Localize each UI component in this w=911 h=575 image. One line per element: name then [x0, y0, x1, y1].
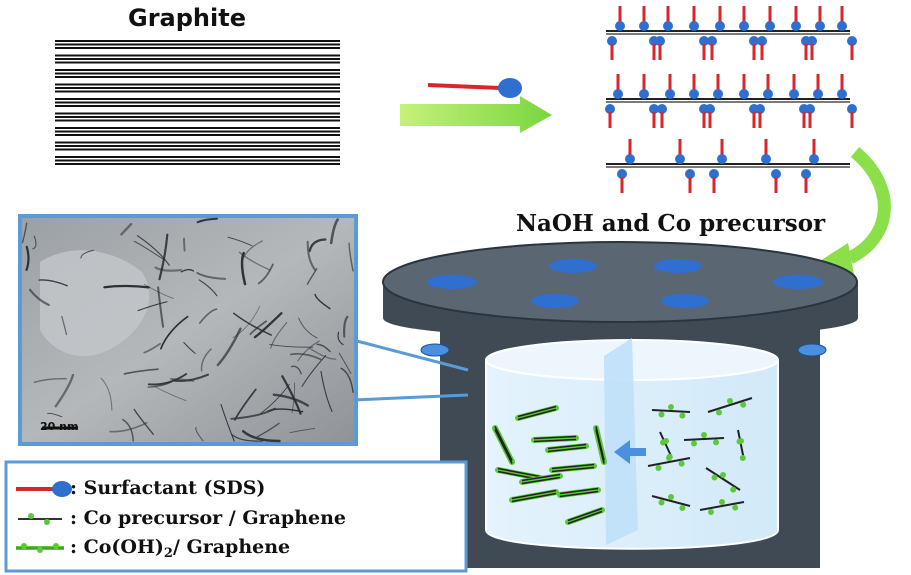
legend-cooh2-prefix: : Co(OH)	[70, 536, 164, 558]
legend-cooh2-subscript: 2	[163, 546, 173, 561]
tem-micrograph	[18, 214, 358, 446]
reagent-label: NaOH and Co precursor	[516, 210, 826, 237]
exfoliated-graphene-layers	[605, 6, 857, 193]
co-precursor-graphene-icon	[18, 513, 62, 525]
legend-item-surfactant: : Surfactant (SDS)	[70, 477, 266, 499]
process-arrow	[400, 96, 552, 133]
scale-bar-label: 20 nm	[40, 420, 79, 433]
legend	[4, 460, 468, 573]
surfactant-icon	[16, 481, 72, 497]
zoom-indicator	[352, 338, 469, 402]
dispersed-particles	[492, 397, 753, 525]
legend-item-cooh2: : Co(OH)2/ Graphene	[70, 536, 290, 561]
legend-cooh2-suffix: / Graphene	[172, 536, 291, 558]
graphite-title: Graphite	[128, 4, 246, 32]
sds-molecule-icon	[427, 78, 522, 98]
graphite-stack-icon	[55, 40, 340, 165]
legend-item-co-precursor: : Co precursor / Graphene	[70, 507, 347, 529]
cooh2-graphene-icon	[16, 543, 64, 553]
